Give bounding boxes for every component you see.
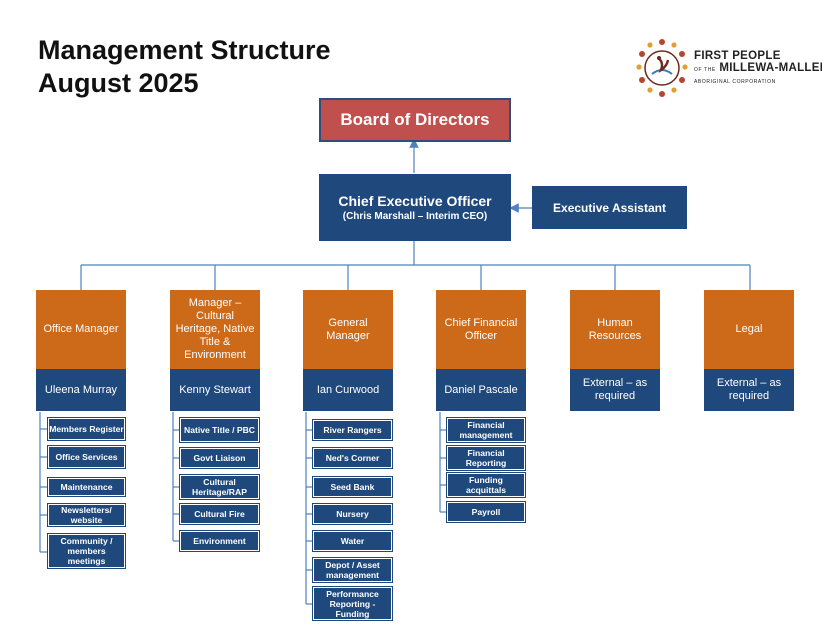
dept-6-person: External – as required <box>716 377 782 402</box>
item-label: Environment <box>193 536 246 546</box>
logo-line2: MILLEWA-MALLEE <box>719 62 822 74</box>
dept-3-item-2: Ned's Corner <box>312 447 393 469</box>
ceo-box: Chief Executive Officer (Chris Marshall … <box>319 174 511 241</box>
item-label: Seed Bank <box>330 482 375 492</box>
item-label: Payroll <box>471 507 501 517</box>
dept-4-person: Daniel Pascale <box>444 383 518 396</box>
dept-4-item-1: Financial management <box>446 417 526 443</box>
item-label: Depot / Asset management <box>325 560 380 580</box>
dept-6-person-box: External – as required <box>704 369 794 411</box>
dept-3-role-box: General Manager <box>303 290 393 369</box>
dept-2-role: Manager – Cultural Heritage, Native Titl… <box>175 297 255 361</box>
item-label: Financial Reporting <box>465 448 507 468</box>
executive-assistant-label: Executive Assistant <box>553 200 666 215</box>
item-label: Maintenance <box>60 482 113 492</box>
dept-1-item-1: Members Register <box>47 417 126 441</box>
item-label: Community / members meetings <box>60 536 113 566</box>
item-label: Financial management <box>459 420 513 440</box>
item-label: Funding acquittals <box>465 475 507 495</box>
item-label: Newsletters/ website <box>61 505 112 525</box>
page-title: Management Structure August 2025 <box>38 34 331 100</box>
board-label: Board of Directors <box>340 110 490 129</box>
item-label: River Rangers <box>323 425 382 435</box>
dept-3-item-5: Water <box>312 530 393 552</box>
dept-6-role: Legal <box>735 323 763 335</box>
logo-line3: ABORIGINAL CORPORATION <box>694 79 776 85</box>
ceo-subtitle: (Chris Marshall – Interim CEO) <box>342 210 488 222</box>
dept-4-item-4: Payroll <box>446 501 526 523</box>
item-label: Cultural Fire <box>194 509 245 519</box>
logo-prefix: OF THE <box>694 67 716 73</box>
dept-2-person-box: Kenny Stewart <box>170 369 260 411</box>
item-label: Members Register <box>49 424 124 434</box>
dept-1-item-3: Maintenance <box>47 477 126 497</box>
dept-5-role: Human Resources <box>588 316 642 342</box>
logo-wordmark: FIRST PEOPLE OF THE MILLEWA-MALLEE ABORI… <box>694 50 822 88</box>
item-label: Performance Reporting - Funding <box>326 588 379 619</box>
dept-2-item-3: Cultural Heritage/RAP <box>179 474 260 500</box>
board-of-directors-box: Board of Directors <box>319 98 511 142</box>
dept-1-item-5: Community / members meetings <box>47 533 126 569</box>
emblem-icon <box>636 39 688 97</box>
dept-4-item-2: Financial Reporting <box>446 445 526 471</box>
dept-2-item-2: Govt Liaison <box>179 447 260 469</box>
dept-3-item-7: Performance Reporting - Funding <box>312 586 393 621</box>
dept-3-item-3: Seed Bank <box>312 476 393 498</box>
item-label: Govt Liaison <box>193 453 246 463</box>
page-title-line2: August 2025 <box>38 68 199 98</box>
dept-1-item-4: Newsletters/ website <box>47 503 126 527</box>
dept-2-item-1: Native Title / PBC <box>179 417 260 443</box>
dept-4-role-box: Chief Financial Officer <box>436 290 526 369</box>
dept-2-item-5: Environment <box>179 530 260 552</box>
dept-5-person: External – as required <box>582 377 648 402</box>
dept-5-role-box: Human Resources <box>570 290 660 369</box>
dept-1-item-2: Office Services <box>47 445 126 469</box>
dept-3-item-6: Depot / Asset management <box>312 557 393 583</box>
item-label: Ned's Corner <box>325 453 380 463</box>
logo-line2-row: OF THE MILLEWA-MALLEE <box>694 62 822 76</box>
ceo-title: Chief Executive Officer <box>338 192 492 209</box>
page-title-line1: Management Structure <box>38 35 331 65</box>
item-label: Nursery <box>336 509 369 519</box>
dept-6-role-box: Legal <box>704 290 794 369</box>
dept-2-role-box: Manager – Cultural Heritage, Native Titl… <box>170 290 260 369</box>
executive-assistant-box: Executive Assistant <box>532 186 687 229</box>
logo-line1: FIRST PEOPLE <box>694 50 781 62</box>
dept-1-person-box: Uleena Murray <box>36 369 126 411</box>
dept-3-person: Ian Curwood <box>316 383 380 396</box>
dept-4-person-box: Daniel Pascale <box>436 369 526 411</box>
dept-4-item-3: Funding acquittals <box>446 472 526 498</box>
dept-4-role: Chief Financial Officer <box>444 316 518 342</box>
dept-2-person: Kenny Stewart <box>179 383 251 396</box>
dept-1-person: Uleena Murray <box>44 383 118 396</box>
item-label: Cultural Heritage/RAP <box>192 477 247 497</box>
dept-1-role-box: Office Manager <box>36 290 126 369</box>
dept-1-role: Office Manager <box>43 323 119 335</box>
dept-3-person-box: Ian Curwood <box>303 369 393 411</box>
item-label: Native Title / PBC <box>184 425 255 435</box>
organisation-logo: FIRST PEOPLE OF THE MILLEWA-MALLEE ABORI… <box>634 36 822 100</box>
dept-3-item-1: River Rangers <box>312 419 393 441</box>
item-label: Water <box>340 536 365 546</box>
dept-3-item-4: Nursery <box>312 503 393 525</box>
dept-2-item-4: Cultural Fire <box>179 503 260 525</box>
dept-3-role: General Manager <box>326 316 370 342</box>
item-label: Office Services <box>55 452 118 462</box>
dept-5-person-box: External – as required <box>570 369 660 411</box>
